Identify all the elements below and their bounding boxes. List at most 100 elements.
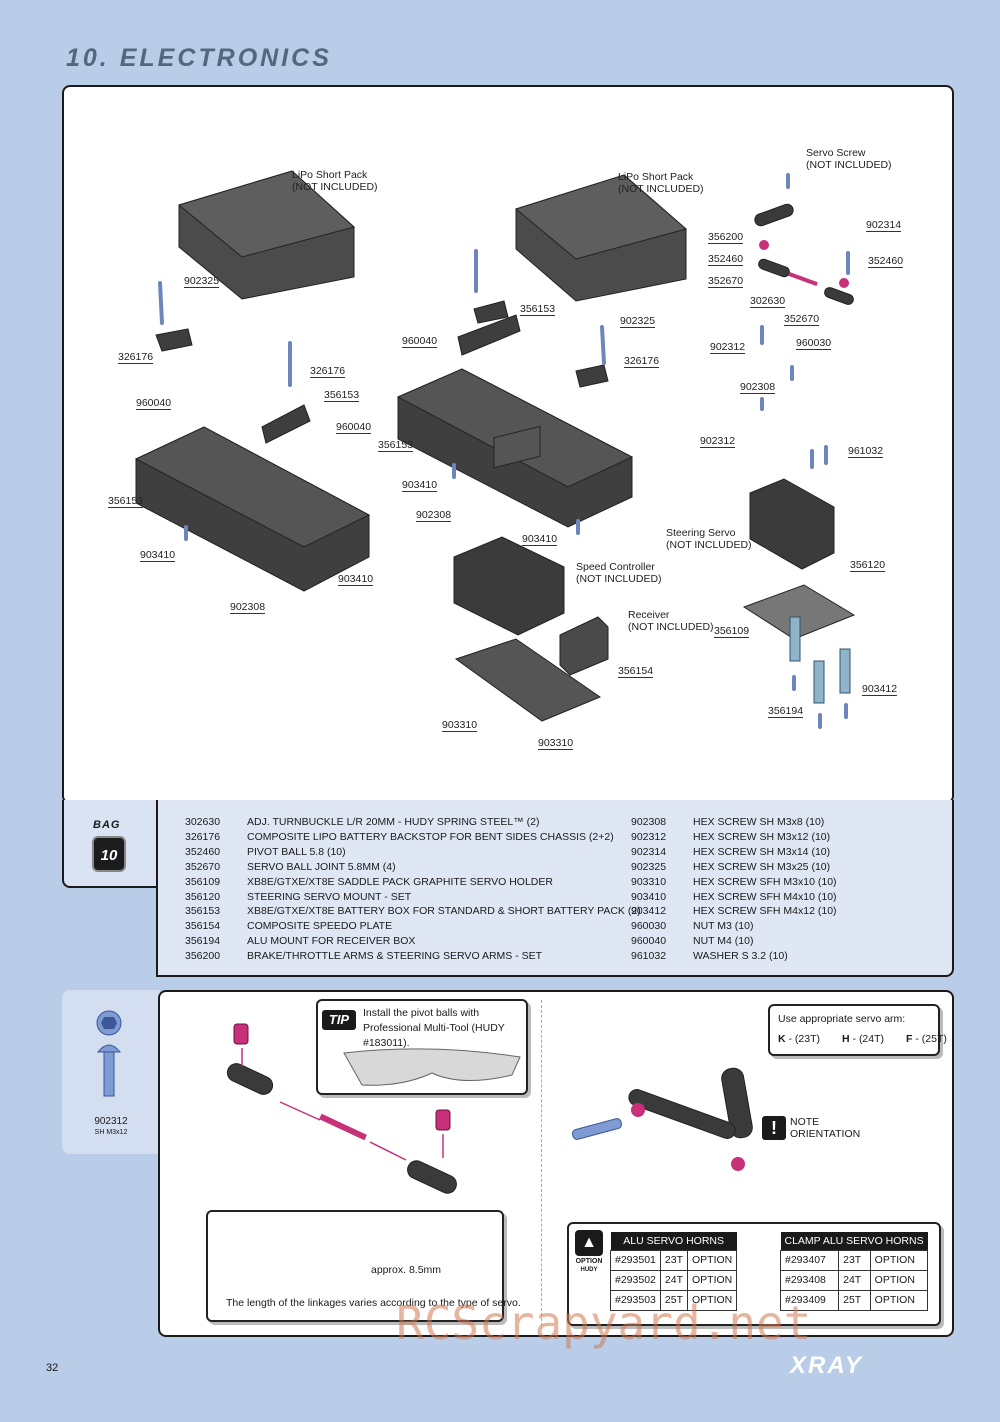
clamp-servo-horns-title: CLAMP ALU SERVO HORNS [780,1232,928,1250]
callout-961032: 961032 [848,445,884,458]
bag-label: BAG [93,819,121,831]
callout-903410-d: 903410 [522,533,558,546]
callout-lipo-left: LiPo Short Pack(NOT INCLUDED) [292,169,378,193]
backstops [155,300,609,444]
callout-903410-b: 903410 [338,573,374,586]
multi-tool-icon [343,1048,521,1086]
callout-speed-controller: Speed Controller(NOT INCLUDED) [576,561,662,585]
screw-sidebar [62,990,160,1154]
callout-receiver: Receiver(NOT INCLUDED) [628,609,714,633]
screw-spec: SH M3x12 [94,1129,128,1136]
callout-356153-d: 356153 [378,439,414,452]
alu-posts [789,616,851,704]
speed-controller [453,425,565,636]
servo-arm-hint: Use appropriate servo arm: [778,1013,906,1025]
callout-356194: 356194 [768,705,804,718]
lipo-pack-left [177,170,356,300]
page-number: 32 [46,1362,59,1374]
callout-960040-a: 960040 [136,397,172,410]
callout-356153-a: 356153 [324,389,360,402]
servo-type-h: H - (24T) [842,1033,885,1045]
callout-352670-b: 352670 [784,313,820,326]
callout-steering-servo: Steering Servo(NOT INCLUDED) [666,527,752,551]
callout-356153-b: 356153 [108,495,144,508]
callout-902308-c: 902308 [740,381,776,394]
callout-960040-c: 960040 [402,335,438,348]
servo-arm-assembly [571,1067,753,1171]
callout-902325-b: 902325 [620,315,656,328]
callout-352670-a: 352670 [708,275,744,288]
exclamation-icon: ! [762,1116,786,1140]
callout-903410-c: 903410 [402,479,438,492]
callout-352460-b: 352460 [868,255,904,268]
callout-326176-b: 326176 [310,365,346,378]
option-brand: HUDY [580,1267,598,1273]
divider [541,1000,542,1326]
callout-lipo-right: LiPo Short Pack(NOT INCLUDED) [618,171,704,195]
brand-logo: XRAY [790,1352,863,1379]
servo-holder [742,584,856,640]
callout-903410-a: 903410 [140,549,176,562]
linkage-length-note: The length of the linkages varies accord… [226,1297,521,1309]
linkage-note-box [206,1210,504,1322]
tip-badge: TIP [322,1010,356,1030]
callout-902325-a: 902325 [184,275,220,288]
callout-356154: 356154 [618,665,654,678]
receiver-mount [559,616,609,676]
callout-903412: 903412 [862,683,898,696]
servo-arm-types: K - (23T) H - (24T) F - (25T) [778,1033,947,1045]
screws [158,173,850,729]
callout-902312-b: 902312 [700,435,736,448]
callout-902308-a: 902308 [230,601,266,614]
callout-326176-a: 326176 [118,351,154,364]
callout-302630: 302630 [750,295,786,308]
steering-servo [749,478,835,570]
callout-326176-c: 326176 [624,355,660,368]
callout-902312-a: 902312 [710,341,746,354]
callout-903310-b: 903310 [538,737,574,750]
lipo-pack-right [514,174,688,302]
callout-960040-b: 960040 [336,421,372,434]
tip-text: Install the pivot balls with Professiona… [363,1007,505,1049]
servo-arm-hint-box [768,1004,940,1056]
callout-902314: 902314 [866,219,902,232]
callout-352460-a: 352460 [708,253,744,266]
linkage-left [226,1023,457,1194]
watermark: RCScrapyard.net [396,1296,812,1350]
thumbs-up-icon: ▲ [575,1230,603,1256]
bag-number-badge: 10 [92,836,126,872]
callout-902308-b: 902308 [416,509,452,522]
callout-356200: 356200 [708,231,744,244]
screw-icon [96,1010,122,1097]
exploded-diagram: LiPo Short Pack(NOT INCLUDED) LiPo Short… [62,85,954,804]
battery-box-left [134,426,371,592]
section-title: 10. ELECTRONICS [66,44,332,72]
callout-960030: 960030 [796,337,832,350]
parts-list-box [156,800,954,977]
servo-arms [754,203,854,305]
option-label: OPTION [575,1258,603,1265]
